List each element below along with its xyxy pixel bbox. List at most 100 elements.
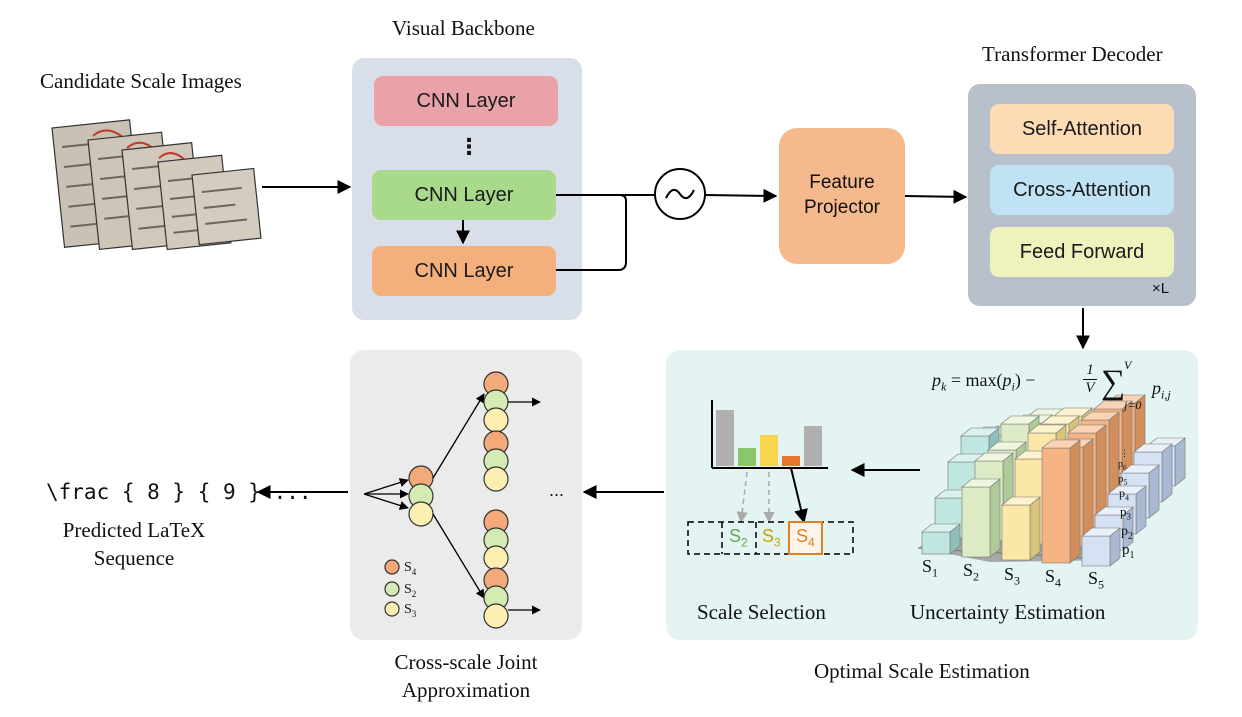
legend-circle-s4 — [384, 559, 400, 575]
bar-s4 — [782, 456, 800, 466]
p-label-6: p6 — [1118, 459, 1127, 472]
cross-attention: Cross-Attention — [1013, 178, 1151, 201]
selected-s4: S4 — [796, 526, 815, 550]
decoder-title: Transformer Decoder — [982, 42, 1163, 66]
bar3d-top — [1000, 415, 1040, 425]
bar3d — [1041, 447, 1071, 564]
formula-sum-lower: j=0 — [1124, 398, 1142, 412]
scale-label-3: S3 — [1004, 564, 1021, 588]
vertical-dots: ⋮ — [458, 134, 480, 159]
bar3d-top — [1081, 527, 1121, 537]
estimation-title: Optimal Scale Estimation — [814, 659, 1030, 683]
candidate-images — [51, 119, 262, 251]
cross-attention-box — [990, 165, 1174, 215]
bar3d — [1081, 535, 1111, 567]
output-label-1: Predicted LaTeX — [62, 518, 206, 542]
bar3d-top — [1080, 411, 1120, 421]
bar3d-top — [1001, 496, 1041, 506]
p-label-1: p1 — [1122, 542, 1135, 561]
bar3d-top — [1093, 400, 1133, 410]
bar3d-top — [1027, 424, 1067, 434]
bar3d-top — [1067, 424, 1107, 434]
bar3d-side — [1069, 439, 1081, 564]
formula-sum-upper: V — [1124, 358, 1132, 372]
cnn-layer-3: CNN Layer — [414, 259, 514, 282]
bar-s5 — [804, 426, 822, 466]
formula-frac: 1 V — [1083, 362, 1097, 397]
joint-title-2: Approximation — [401, 678, 531, 702]
uncertainty-label: Uncertainty Estimation — [910, 600, 1106, 624]
branch-down — [432, 513, 485, 599]
self-attention-box — [990, 104, 1174, 154]
bar3d-side — [1148, 464, 1160, 519]
uncertainty-3d-chart — [917, 394, 1186, 567]
legend-s3: S3 — [404, 602, 417, 619]
self-attention: Self-Attention — [1021, 117, 1143, 140]
scale-label-1: S1 — [922, 556, 939, 580]
cnn-layer-1: CNN Layer — [416, 89, 516, 112]
joint-ellipsis: ... — [549, 480, 565, 500]
legend-s2: S2 — [404, 582, 417, 599]
p-label-2: p2 — [1121, 524, 1133, 542]
beam-tree — [363, 371, 541, 629]
p-label-3: p3 — [1120, 504, 1131, 522]
bar-s3 — [760, 435, 778, 466]
bar3d — [961, 486, 991, 558]
wave-icon — [665, 188, 695, 200]
bar3d — [921, 531, 951, 555]
legend-circle-s2 — [384, 581, 400, 597]
cnn-layer-3-box — [372, 246, 556, 296]
cnn-layer-1-box — [374, 76, 558, 126]
selected-s2: S2 — [729, 526, 748, 550]
joint-panel — [350, 350, 582, 640]
cnn-layer-2-box — [372, 170, 556, 220]
formula-sum: ∑ — [1101, 364, 1126, 401]
projector-line-1: Feature — [809, 172, 875, 193]
bar3d-top — [1040, 415, 1080, 425]
bar-s1 — [716, 410, 734, 466]
output-label-2: Sequence — [93, 546, 175, 570]
bar3d-top — [987, 441, 1027, 451]
candidate-images-title: Candidate Scale Images — [40, 69, 242, 93]
bar3d-top — [1133, 443, 1173, 453]
p-vdots: ⋮ — [1120, 448, 1129, 458]
bar3d-side — [989, 478, 1001, 558]
repeat-label: ×L — [1152, 280, 1170, 297]
feature-projector-box — [779, 128, 905, 264]
node-mid-upper-s3 — [483, 466, 509, 492]
bar3d-top — [960, 427, 1000, 437]
feed-forward: Feed Forward — [1019, 240, 1145, 263]
latex-output: \frac { 8 } { 9 } ... — [46, 480, 312, 504]
scale-label-2: S2 — [963, 560, 980, 584]
bar3d-top — [921, 523, 961, 533]
branch-up — [432, 393, 485, 479]
root-node-s3 — [408, 501, 434, 527]
node-bottom-s3 — [483, 603, 509, 629]
scale-selection-label: Scale Selection — [697, 600, 826, 624]
joint-title-1: Cross-scale Joint — [394, 650, 538, 674]
feed-forward-box — [990, 227, 1174, 277]
input-arrow-3 — [363, 493, 409, 510]
bar3d-top — [1041, 439, 1081, 449]
formula: pk = max(pi) − — [932, 370, 1036, 394]
arrow-projector-to-decoder — [904, 189, 968, 204]
selected-s3: S3 — [762, 526, 781, 550]
bar3d-side — [1161, 443, 1173, 503]
bar3d-side — [1174, 437, 1186, 487]
scale-selection-chart — [687, 400, 854, 555]
legend-circle-s3 — [384, 601, 400, 617]
p-label-4: p4 — [1119, 486, 1129, 503]
bar3d-top — [1120, 464, 1160, 474]
cnn-layer-2: CNN Layer — [414, 183, 514, 206]
bar3d-top — [1094, 506, 1134, 516]
legend-s4: S4 — [404, 560, 417, 577]
p-label-5: p5 — [1118, 473, 1128, 488]
scale-label-5: S5 — [1088, 568, 1105, 592]
bar3d — [1001, 504, 1031, 561]
bar3d-top — [961, 478, 1001, 488]
projector-line-2: Projector — [803, 197, 881, 218]
bar3d-side — [1029, 496, 1041, 561]
arrow-fusion-to-projector — [704, 188, 778, 203]
bar-s2 — [738, 448, 756, 466]
